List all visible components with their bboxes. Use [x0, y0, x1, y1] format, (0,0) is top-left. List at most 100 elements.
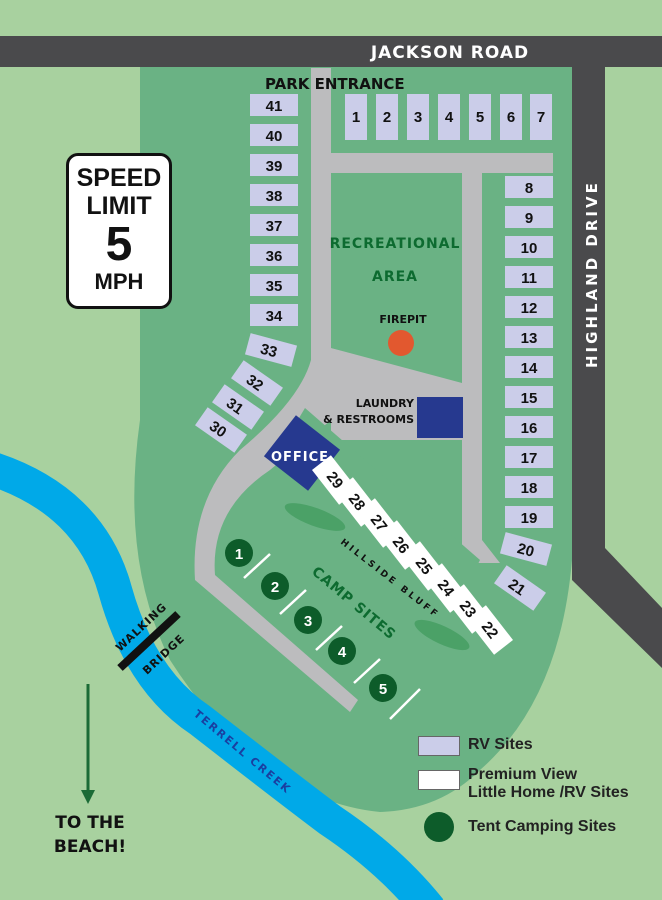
- svg-text:32: 32: [243, 371, 266, 394]
- rv-site-9[interactable]: 9: [505, 206, 553, 228]
- svg-text:13: 13: [521, 330, 538, 347]
- svg-text:7: 7: [537, 109, 545, 126]
- rv-site-39[interactable]: 39: [250, 154, 298, 176]
- rv-site-41[interactable]: 41: [250, 94, 298, 116]
- tent-site-1[interactable]: 1: [225, 539, 253, 567]
- rv-site-2[interactable]: 2: [376, 94, 398, 140]
- rv-site-10[interactable]: 10: [505, 236, 553, 258]
- svg-text:1: 1: [352, 109, 360, 126]
- rv-site-40[interactable]: 40: [250, 124, 298, 146]
- svg-text:9: 9: [525, 210, 533, 227]
- speed-value: 5: [105, 218, 133, 271]
- map-legend: RV Sites Premium View Little Home /RV Si…: [418, 736, 629, 852]
- restrooms-label: & RESTROOMS: [323, 413, 414, 426]
- tent-swatch-icon: [424, 812, 454, 842]
- rv-site-30[interactable]: 30: [195, 407, 247, 453]
- premium-site-22[interactable]: 22: [466, 605, 514, 655]
- svg-text:22: 22: [478, 618, 502, 642]
- rv-site-21[interactable]: 21: [494, 565, 546, 611]
- legend-tent: Tent Camping Sites: [418, 812, 629, 842]
- svg-text:30: 30: [206, 418, 229, 441]
- rv-sites-top-row: 1 2 3 4 5 6 7: [345, 94, 552, 140]
- rv-site-5[interactable]: 5: [469, 94, 491, 140]
- recreational-area-label: AREA: [372, 269, 418, 285]
- recreational-label: RECREATIONAL: [330, 236, 461, 252]
- arrow-down-icon: [81, 790, 95, 804]
- legend-rv: RV Sites: [418, 736, 629, 756]
- rv-site-3[interactable]: 3: [407, 94, 429, 140]
- rv-site-20[interactable]: 20: [499, 532, 553, 566]
- speed-unit: MPH: [94, 269, 144, 294]
- rv-site-6[interactable]: 6: [500, 94, 522, 140]
- tent-divider: [279, 589, 307, 615]
- svg-text:18: 18: [521, 480, 538, 497]
- legend-rv-label: RV Sites: [468, 736, 533, 753]
- svg-text:17: 17: [521, 450, 538, 467]
- jackson-road: [0, 36, 662, 67]
- rv-site-13[interactable]: 13: [505, 326, 553, 348]
- svg-text:3: 3: [414, 109, 422, 126]
- rv-site-7[interactable]: 7: [530, 94, 552, 140]
- rv-site-8[interactable]: 8: [505, 176, 553, 198]
- tent-sites: 1 2 3 4 5: [225, 539, 421, 720]
- rv-site-34[interactable]: 34: [250, 304, 298, 326]
- park-entrance-label: PARK ENTRANCE: [265, 75, 405, 93]
- rv-site-33[interactable]: 33: [244, 333, 298, 367]
- tent-site-3[interactable]: 3: [294, 606, 322, 634]
- rv-site-14[interactable]: 14: [505, 356, 553, 378]
- rv-site-4[interactable]: 4: [438, 94, 460, 140]
- tent-divider: [353, 658, 381, 684]
- svg-text:3: 3: [304, 613, 312, 630]
- tent-site-2[interactable]: 2: [261, 572, 289, 600]
- rv-site-12[interactable]: 12: [505, 296, 553, 318]
- rv-site-35[interactable]: 35: [250, 274, 298, 296]
- svg-text:26: 26: [389, 533, 413, 557]
- svg-text:33: 33: [258, 341, 279, 362]
- svg-text:8: 8: [525, 180, 533, 197]
- rv-site-16[interactable]: 16: [505, 416, 553, 438]
- terrell-creek: [0, 453, 444, 900]
- rv-sites-left-column: 41 40 39 38 37 36 35 34 33 32 31 30: [195, 94, 298, 453]
- tent-divider: [315, 625, 343, 651]
- paths: [194, 68, 553, 712]
- svg-text:6: 6: [507, 109, 515, 126]
- legend-premium-label-1: Premium View: [468, 766, 578, 783]
- firepit-icon[interactable]: [388, 330, 414, 356]
- rv-site-1[interactable]: 1: [345, 94, 367, 140]
- premium-sites: 29 28 27 26 25 24 23 22: [311, 455, 514, 655]
- rv-site-17[interactable]: 17: [505, 446, 553, 468]
- rv-site-11[interactable]: 11: [505, 266, 553, 288]
- legend-premium-label-2: Little Home /RV Sites: [468, 784, 629, 801]
- rv-site-18[interactable]: 18: [505, 476, 553, 498]
- speed-label: SPEED: [76, 164, 162, 192]
- svg-text:21: 21: [505, 576, 528, 599]
- svg-text:41: 41: [266, 98, 283, 115]
- rv-site-31[interactable]: 31: [212, 384, 264, 430]
- premium-swatch-icon: [418, 770, 460, 790]
- svg-text:31: 31: [223, 395, 246, 418]
- beach-label: BEACH!: [54, 837, 126, 857]
- svg-text:36: 36: [266, 248, 283, 265]
- svg-text:12: 12: [521, 300, 538, 317]
- rv-site-15[interactable]: 15: [505, 386, 553, 408]
- tent-site-5[interactable]: 5: [369, 674, 397, 702]
- rv-site-19[interactable]: 19: [505, 506, 553, 528]
- office-label: OFFICE: [271, 450, 329, 465]
- bushes: [284, 503, 470, 651]
- svg-text:16: 16: [521, 420, 538, 437]
- rv-site-32[interactable]: 32: [231, 360, 283, 406]
- svg-text:37: 37: [266, 218, 283, 235]
- svg-text:34: 34: [266, 308, 283, 325]
- tent-site-4[interactable]: 4: [328, 637, 356, 665]
- firepit-label: FIREPIT: [379, 313, 427, 326]
- svg-text:14: 14: [521, 360, 538, 377]
- svg-text:2: 2: [271, 579, 279, 596]
- rv-site-37[interactable]: 37: [250, 214, 298, 236]
- laundry-label: LAUNDRY: [356, 397, 415, 410]
- svg-text:19: 19: [521, 510, 538, 527]
- rv-site-38[interactable]: 38: [250, 184, 298, 206]
- rv-site-36[interactable]: 36: [250, 244, 298, 266]
- walking-bridge[interactable]: [117, 611, 181, 671]
- laundry-restrooms-building[interactable]: [417, 397, 463, 438]
- svg-text:1: 1: [235, 546, 243, 563]
